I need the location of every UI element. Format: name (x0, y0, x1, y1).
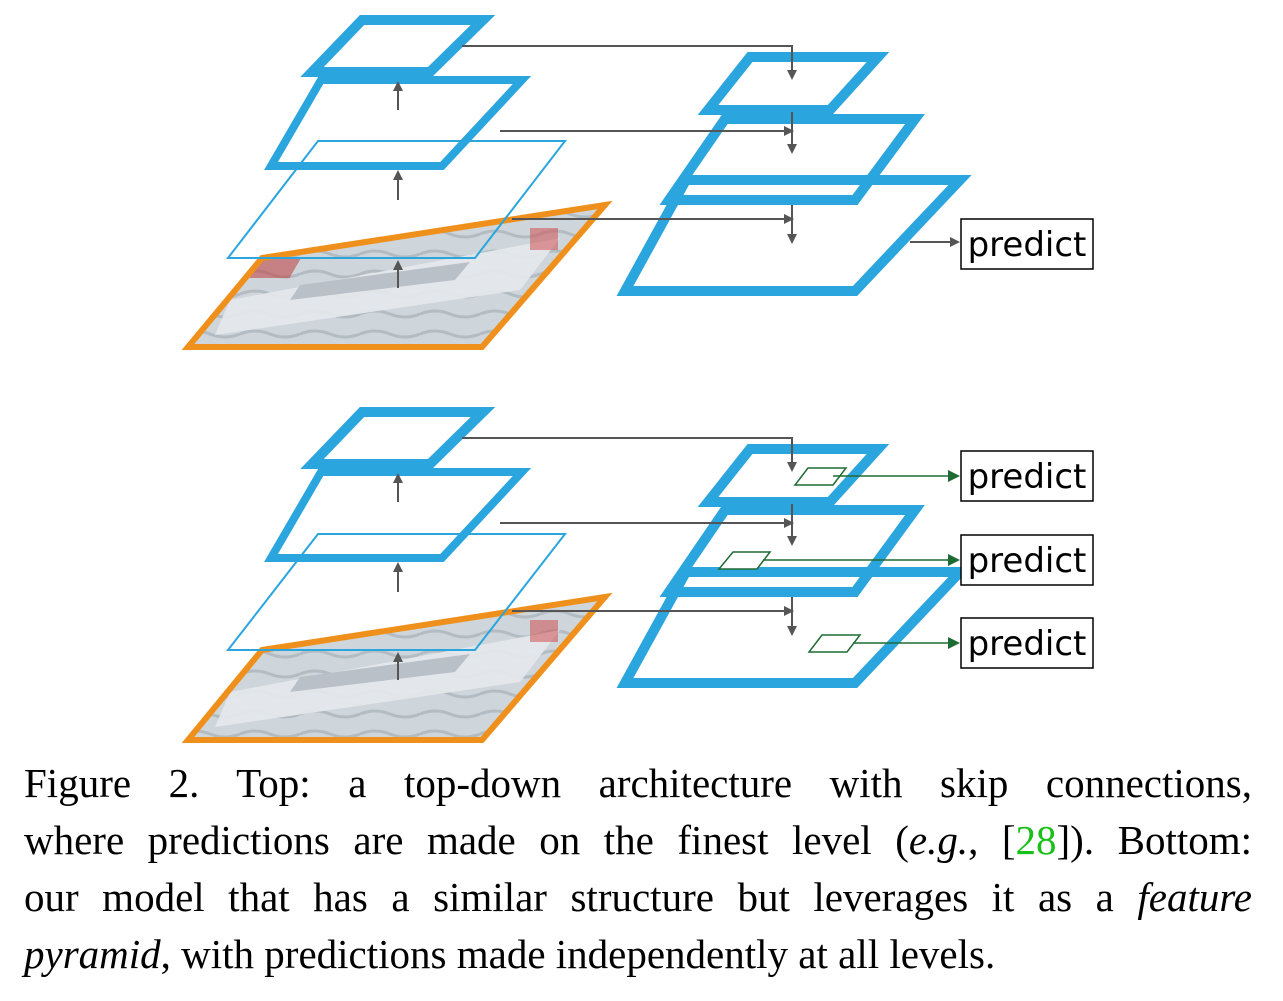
predict-label-bottom-3: predict (968, 624, 1087, 664)
top-diagram: predict (181, 15, 1094, 350)
bottom-up-level-3 (300, 15, 496, 77)
caption-line-3: our model that has a similar structure b… (24, 874, 1252, 920)
bottom-up-level-1 (225, 140, 568, 259)
citation-link[interactable]: 28 (1015, 817, 1057, 863)
image-border-bottom (181, 592, 613, 743)
input-image-bottom (181, 592, 613, 743)
bottom-diagram: predict predict predict (181, 407, 1094, 743)
feature-pyramid-diagram: predict pre (181, 15, 1094, 743)
figure-label: Figure 2. (24, 760, 200, 806)
top-down-level-3-b (697, 444, 890, 507)
predict-box-bottom-1 (960, 450, 1094, 502)
predict-box-top (960, 218, 1094, 270)
bottom-up-level-1-b (225, 533, 568, 651)
top-down-level-2-b (659, 505, 925, 597)
input-image-top (181, 200, 613, 350)
anchor-window-1 (807, 634, 862, 653)
top-down-level-2 (659, 114, 925, 205)
anchor-window-3 (793, 467, 848, 486)
predict-box-bottom-3 (960, 617, 1094, 669)
bottom-up-level-2-b (264, 468, 532, 562)
figure-caption: Figure 2. Top: a top-down architecture w… (24, 755, 1252, 983)
caption-line-2: where predictions are made on the finest… (24, 817, 1253, 863)
anchor-window-2 (717, 551, 772, 570)
bottom-up-level-2 (264, 76, 532, 170)
bottom-up-level-3-b (300, 407, 496, 469)
predict-label-top: predict (968, 225, 1087, 265)
caption-line-1: Figure 2. Top: a top-down architecture w… (24, 760, 1252, 806)
top-down-level-3 (697, 52, 890, 115)
caption-line-4: pyramid, with predictions made independe… (24, 931, 996, 977)
predict-label-bottom-2: predict (968, 541, 1087, 581)
predict-label-bottom-1: predict (968, 457, 1087, 497)
image-border-top (181, 200, 613, 350)
predict-box-bottom-2 (960, 534, 1094, 586)
